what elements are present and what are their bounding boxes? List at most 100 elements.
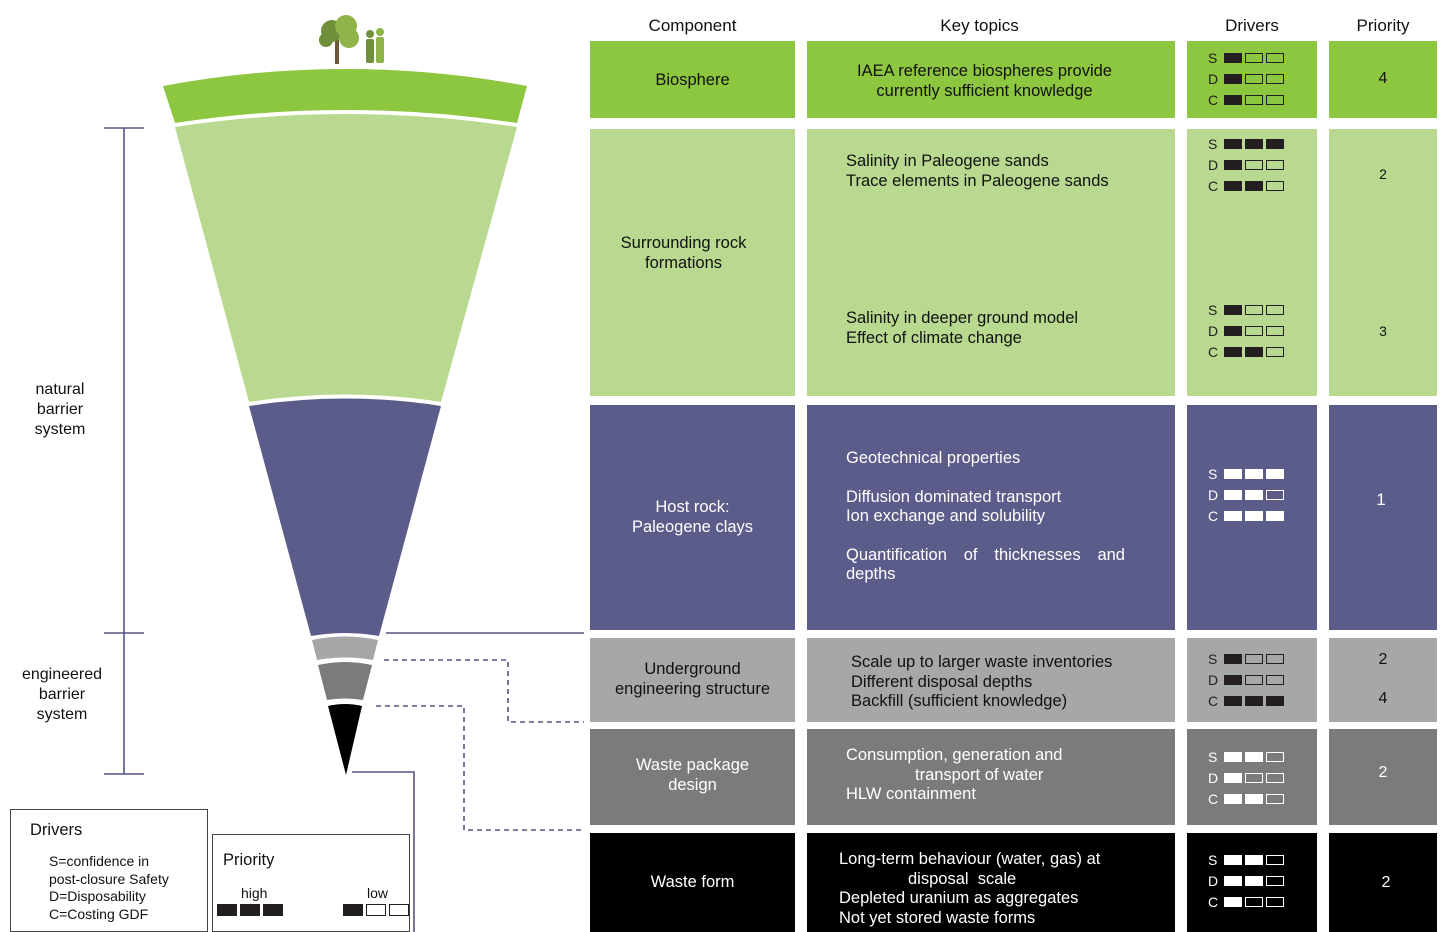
- priority-underground-1: 2: [1378, 651, 1388, 668]
- priority-waste-package: 2: [1378, 764, 1388, 781]
- driver-box: [1224, 696, 1242, 706]
- label-line: Paleogene clays: [631, 517, 754, 536]
- driver-letter: C: [1208, 791, 1219, 807]
- driver-row-c: C: [1208, 693, 1287, 709]
- priority-surrounding-rock-2: 3: [1379, 323, 1387, 339]
- driver-letter: D: [1208, 770, 1219, 786]
- driver-row-d: D: [1208, 873, 1287, 889]
- driver-row-s: S: [1208, 50, 1287, 66]
- driver-box: [1245, 897, 1263, 907]
- driver-letter: S: [1208, 302, 1218, 318]
- topics-waste-form: Long-term behaviour (water, gas) at disp…: [839, 850, 1100, 928]
- driver-box: [1245, 53, 1263, 63]
- driver-box: [1224, 490, 1242, 500]
- driver-box: [1224, 95, 1242, 105]
- driver-box: [1245, 654, 1263, 664]
- engineered-label-line2: barrier: [38, 686, 86, 703]
- topics-surrounding-rock-group2: Salinity in deeper ground model Effect o…: [846, 309, 1078, 348]
- tree-and-people-icon: [319, 15, 384, 64]
- priority-host-rock: 1: [1376, 490, 1386, 509]
- driver-box: [1224, 347, 1242, 357]
- drivers-legend-s: S=confidence in: [49, 853, 150, 869]
- topics-biosphere-cell: [807, 41, 1175, 118]
- priority-waste-package-cell: [1329, 729, 1437, 825]
- topics-underground: Scale up to larger waste inventories Dif…: [851, 653, 1112, 712]
- connector-lines: [352, 632, 584, 932]
- driver-box: [1245, 752, 1263, 762]
- driver-box: [1266, 95, 1284, 105]
- driver-box: [1266, 160, 1284, 170]
- driver-row-s: S: [1208, 651, 1287, 667]
- driver-box: [1224, 654, 1242, 664]
- component-surrounding-rock: Surrounding rock formations: [590, 129, 795, 396]
- driver-row-s: S: [1208, 852, 1287, 868]
- driver-box: [1266, 326, 1284, 336]
- driver-box: [1245, 347, 1263, 357]
- driver-row-d: D: [1208, 157, 1287, 173]
- engineered-label-line1: engineered: [21, 666, 103, 683]
- priority-surrounding-rock-cell: [1329, 129, 1437, 396]
- driver-box: [1224, 773, 1242, 783]
- driver-letter: D: [1208, 873, 1219, 889]
- driver-box: [1266, 897, 1284, 907]
- topics-host-rock: Geotechnical properties Diffusion domina…: [846, 449, 1125, 585]
- driver-box: [1266, 181, 1284, 191]
- priority-surrounding-rock-1: 2: [1379, 166, 1387, 182]
- driver-box: [1224, 181, 1242, 191]
- driver-row-d: D: [1208, 487, 1287, 503]
- driver-box: [1245, 876, 1263, 886]
- priority-underground-2: 4: [1378, 690, 1388, 707]
- natural-label-line2: barrier: [36, 401, 84, 418]
- label-line: engineering structure: [614, 680, 770, 698]
- funnel-surrounding-rock: [175, 114, 517, 402]
- driver-box: [1266, 773, 1284, 783]
- funnel-underground-structure: [312, 636, 378, 660]
- driver-row-s: S: [1208, 749, 1287, 765]
- topic-line: Not yet stored waste forms: [839, 908, 1036, 927]
- drivers-legend: Drivers S=confidence in post-closure Saf…: [10, 809, 208, 932]
- priority-waste-form: 2: [1381, 874, 1391, 891]
- label-line: Surrounding rock: [620, 233, 747, 252]
- priority-biosphere-cell: [1329, 41, 1437, 118]
- driver-row-s: S: [1208, 466, 1287, 482]
- component-waste-form-label: Waste form: [650, 872, 735, 891]
- driver-box: [1245, 855, 1263, 865]
- priority-biosphere: 4: [1378, 70, 1388, 87]
- topics-surrounding-rock-group1: Salinity in Paleogene sands Trace elemen…: [846, 152, 1109, 191]
- driver-box: [1224, 74, 1242, 84]
- driver-letter: D: [1208, 323, 1219, 339]
- driver-row-s: S: [1208, 136, 1287, 152]
- driver-box: [1266, 654, 1284, 664]
- topic-line: Geotechnical properties: [846, 449, 1021, 467]
- driver-letter: C: [1208, 178, 1219, 194]
- driver-box: [1245, 326, 1263, 336]
- driver-box: [1224, 675, 1242, 685]
- driver-box: [1245, 305, 1263, 315]
- driver-row-c: C: [1208, 344, 1287, 360]
- label-line: Underground: [644, 660, 741, 678]
- driver-row-c: C: [1208, 791, 1287, 807]
- component-host-rock: Host rock: Paleogene clays: [590, 405, 795, 630]
- driver-box: [1224, 53, 1242, 63]
- topic-line: Effect of climate change: [846, 328, 1022, 347]
- natural-barrier-system-label: natural barrier system: [20, 380, 100, 440]
- topic-line: Consumption, generation and: [846, 746, 1063, 764]
- driver-row-c: C: [1208, 92, 1287, 108]
- driver-box: [1245, 490, 1263, 500]
- topic-line: disposal scale: [908, 869, 1017, 888]
- driver-box: [1266, 53, 1284, 63]
- topic-line: Salinity in Paleogene sands: [846, 152, 1049, 170]
- header-drivers: Drivers: [1225, 16, 1279, 35]
- natural-label-line3: system: [34, 421, 86, 438]
- driver-box: [1266, 696, 1284, 706]
- priority-legend-title: Priority: [223, 851, 275, 869]
- driver-box: [1224, 752, 1242, 762]
- priority-legend-low-boxes: [343, 904, 409, 916]
- driver-box: [1245, 469, 1263, 479]
- driver-box: [1266, 794, 1284, 804]
- driver-box: [1224, 511, 1242, 521]
- priority-legend-low-label: low: [367, 885, 389, 901]
